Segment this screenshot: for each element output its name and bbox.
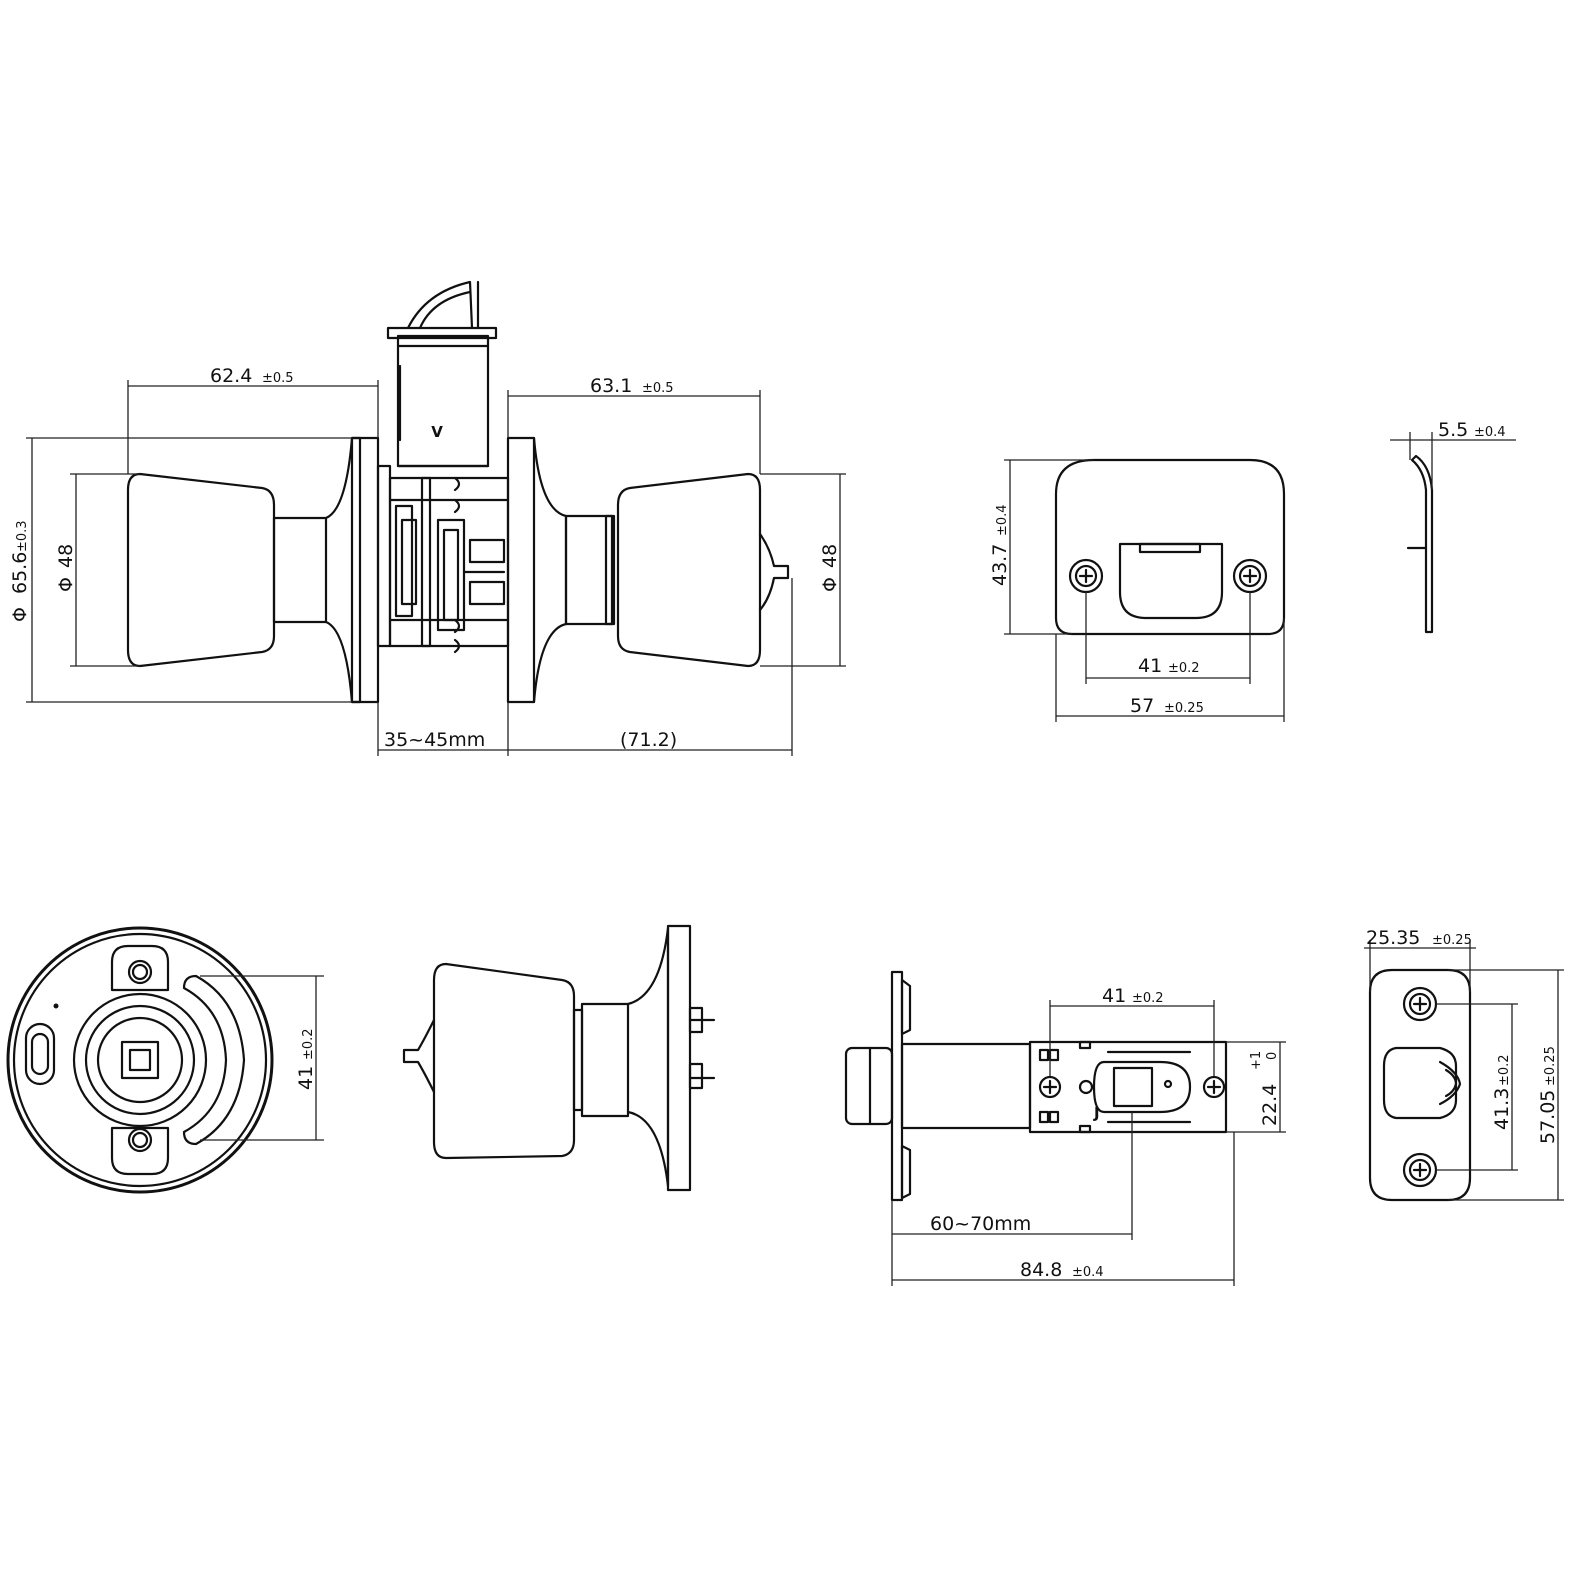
dim-strike-hole-spacing-tol: ±0.2	[1168, 661, 1200, 676]
dim-faceplate-width-value: 25.35	[1366, 927, 1420, 949]
dim-strike-height-tol: ±0.4	[995, 504, 1010, 536]
right-knob	[616, 472, 762, 668]
dim-rose-diameter-value: 65.6	[9, 552, 31, 594]
left-knob-neck	[272, 516, 328, 624]
strike-plate-profile: 5.5 ±0.4	[1390, 419, 1516, 634]
right-rose	[532, 436, 568, 704]
dim-latch-height-value: 22.4	[1259, 1084, 1281, 1126]
dim-strike-lip-tol: ±0.4	[1474, 425, 1506, 440]
dim-projection: (71.2)	[620, 729, 677, 751]
dim-knob-left-tol: ±0.5	[262, 371, 294, 386]
dim-strike-hole-spacing-value: 41	[1138, 655, 1162, 677]
dim-latch-height-tol-lower: 0	[1265, 1052, 1280, 1060]
strike-plate-front	[1054, 458, 1286, 636]
dim-faceplate-hole-spacing-tol: ±0.2	[1497, 1054, 1512, 1086]
latch-faceplate-edge	[890, 970, 904, 1202]
dim-strike-width-value: 57	[1130, 695, 1154, 717]
latch-tube	[900, 1042, 1032, 1130]
assembled-view-dimensions: 62.4 ±0.5 63.1 ±0.5 Φ 65.6 ±0.3 Φ 48 Φ 4…	[9, 365, 846, 756]
dim-knob-right-diameter-value: 48	[819, 544, 841, 568]
dim-rose-diameter-symbol: Φ	[9, 607, 31, 622]
knob-turn-button	[402, 1018, 436, 1094]
latch-dimensions: 41 ±0.2 22.4 +1 0 60~70mm 84.8 ±0.4	[891, 985, 1286, 1286]
latch-housing: V	[386, 280, 498, 468]
rose-screw-boss-top	[110, 944, 170, 992]
latch-mechanism	[376, 464, 510, 654]
faceplate-latch-opening	[1382, 1046, 1458, 1120]
latch-case	[1028, 1040, 1228, 1134]
dim-knob-left-diameter-value: 48	[55, 544, 77, 568]
dim-strike-width-tol: ±0.25	[1164, 701, 1204, 716]
dim-latch-height-tol-upper: +1	[1249, 1051, 1264, 1070]
dim-knob-right-value: 63.1	[590, 375, 632, 397]
knob-rose-plate	[666, 924, 692, 1192]
dim-latch-length-value: 84.8	[1020, 1259, 1062, 1281]
rose-screw-boss-bottom	[110, 1126, 170, 1176]
dim-strike-lip-value: 5.5	[1438, 419, 1468, 441]
latch-side-view: J	[844, 970, 1228, 1202]
dim-knob-left-diameter-symbol: Φ	[55, 577, 77, 592]
dim-knob-right-diameter-symbol: Φ	[819, 577, 841, 592]
dim-latch-hole-spacing-value: 41	[1102, 985, 1126, 1007]
left-rose-plate	[350, 436, 380, 704]
latch-bolt	[406, 280, 474, 330]
rose-dimensions: 41 ±0.2	[200, 975, 324, 1141]
dim-knob-left-value: 62.4	[210, 365, 252, 387]
spindle-square	[120, 1040, 160, 1080]
strike-plate-dimensions: 43.7 ±0.4 41 ±0.2 57 ±0.25	[989, 459, 1285, 722]
knob-side-view	[402, 924, 716, 1192]
dim-latch-hole-spacing-tol: ±0.2	[1132, 991, 1164, 1006]
rose-curved-slot	[182, 974, 246, 1146]
assembled-side-view: V	[126, 280, 790, 704]
dim-faceplate-width-tol: ±0.25	[1432, 933, 1472, 948]
turn-button	[758, 532, 790, 612]
latch-letter-mark: J	[1093, 1104, 1100, 1122]
faceplate-dimensions: 25.35 ±0.25 41.3 ±0.2 57.05 ±0.25	[1364, 927, 1564, 1201]
left-knob	[126, 472, 276, 668]
dim-rose-hole-spacing-value: 41	[295, 1066, 317, 1090]
dim-backset: 60~70mm	[930, 1213, 1031, 1235]
right-rose-plate	[506, 436, 536, 704]
dim-latch-length-tol: ±0.4	[1072, 1265, 1104, 1280]
right-knob-neck	[564, 514, 614, 626]
dim-faceplate-height-value: 57.05	[1537, 1090, 1559, 1144]
dim-faceplate-hole-spacing-value: 41.3	[1491, 1088, 1513, 1130]
strike-latch-opening	[1118, 542, 1224, 620]
dim-faceplate-height-tol: ±0.25	[1543, 1046, 1558, 1086]
dim-knob-right-tol: ±0.5	[642, 381, 674, 396]
dim-strike-height-value: 43.7	[989, 544, 1011, 586]
dim-door-thickness: 35~45mm	[384, 729, 485, 751]
latch-arrow-mark: V	[431, 423, 443, 441]
left-rose	[324, 436, 362, 704]
dim-rose-diameter-tol: ±0.3	[15, 520, 30, 552]
rose-oval-slot	[24, 1022, 56, 1086]
rose-back-view	[6, 926, 274, 1194]
dim-rose-hole-spacing-tol: ±0.2	[301, 1028, 316, 1060]
